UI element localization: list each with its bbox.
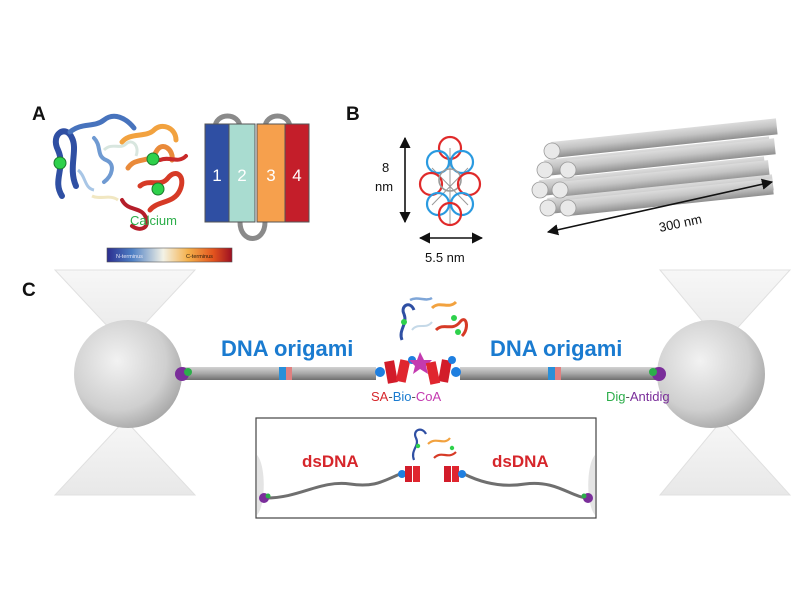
height-unit: nm bbox=[375, 179, 393, 194]
helix-topology-diagram: 1 2 3 4 bbox=[204, 113, 310, 241]
linker-coa: CoA bbox=[416, 389, 442, 404]
dsdna-left-label: dsDNA bbox=[302, 452, 359, 471]
colorbar-right-label: C-terminus bbox=[186, 254, 213, 260]
linker-right bbox=[425, 356, 461, 385]
colorbar-left-label: N-terminus bbox=[116, 254, 143, 260]
trap-cone-right-top bbox=[658, 269, 792, 346]
helix-3 bbox=[256, 123, 286, 223]
dig-antidig-label: Dig-Antidig bbox=[606, 389, 670, 404]
calcium-label: Calcium bbox=[130, 213, 177, 228]
helix-1 bbox=[204, 123, 230, 223]
linker-sa: SA bbox=[371, 389, 389, 404]
panel-a-letter: A bbox=[32, 104, 46, 125]
dig-right bbox=[649, 368, 657, 376]
helix-2 bbox=[228, 123, 256, 223]
calcium-ion bbox=[146, 152, 160, 166]
bead-left bbox=[74, 320, 182, 428]
panel-c-letter: C bbox=[22, 280, 36, 301]
dig-sep: - bbox=[626, 389, 630, 404]
linker-bio: Bio bbox=[393, 389, 412, 404]
helix-2-number: 2 bbox=[237, 166, 246, 185]
dig-label: Dig bbox=[606, 389, 626, 404]
terminus-colorbar bbox=[106, 247, 233, 263]
linker-left bbox=[375, 352, 432, 384]
rod-bundle bbox=[531, 118, 778, 217]
calcium-ion bbox=[151, 182, 165, 196]
origami-cross-section bbox=[418, 135, 482, 227]
calcium-ion bbox=[53, 156, 67, 170]
trap-cone-left-bottom bbox=[53, 419, 197, 496]
antidig-label: Antidig bbox=[630, 389, 670, 404]
panel-b-letter: B bbox=[346, 104, 360, 125]
linker-sep2: - bbox=[411, 389, 415, 404]
dsdna-right-label: dsDNA bbox=[492, 452, 549, 471]
dsdna-inset bbox=[255, 417, 597, 519]
length-arrow bbox=[546, 178, 774, 236]
protein-structure-middle bbox=[399, 296, 468, 341]
helix-3-number: 3 bbox=[266, 166, 275, 185]
helix-4 bbox=[284, 123, 310, 223]
dig-left bbox=[184, 368, 192, 376]
trap-cone-right-bottom bbox=[658, 419, 792, 496]
origami-right-label: DNA origami bbox=[490, 336, 622, 361]
length-label: 300 nm bbox=[658, 211, 704, 235]
panel-b: B 8 nm 5.5 nm bbox=[346, 104, 778, 265]
origami-left-label: DNA origami bbox=[221, 336, 353, 361]
bead-right bbox=[657, 320, 765, 428]
helix-4-number: 4 bbox=[292, 166, 301, 185]
panel-a: A Calcium N-terminus C-terminus bbox=[32, 104, 310, 263]
panel-c: C bbox=[22, 269, 792, 519]
calmodulin-ribbon-structure bbox=[52, 113, 188, 231]
linker-sep1: - bbox=[388, 389, 392, 404]
trap-cone-left-top bbox=[53, 269, 197, 346]
height-value: 8 bbox=[382, 160, 389, 175]
helix-1-number: 1 bbox=[212, 166, 221, 185]
linker-label: SA-Bio-CoA bbox=[371, 389, 441, 404]
width-label: 5.5 nm bbox=[425, 250, 465, 265]
